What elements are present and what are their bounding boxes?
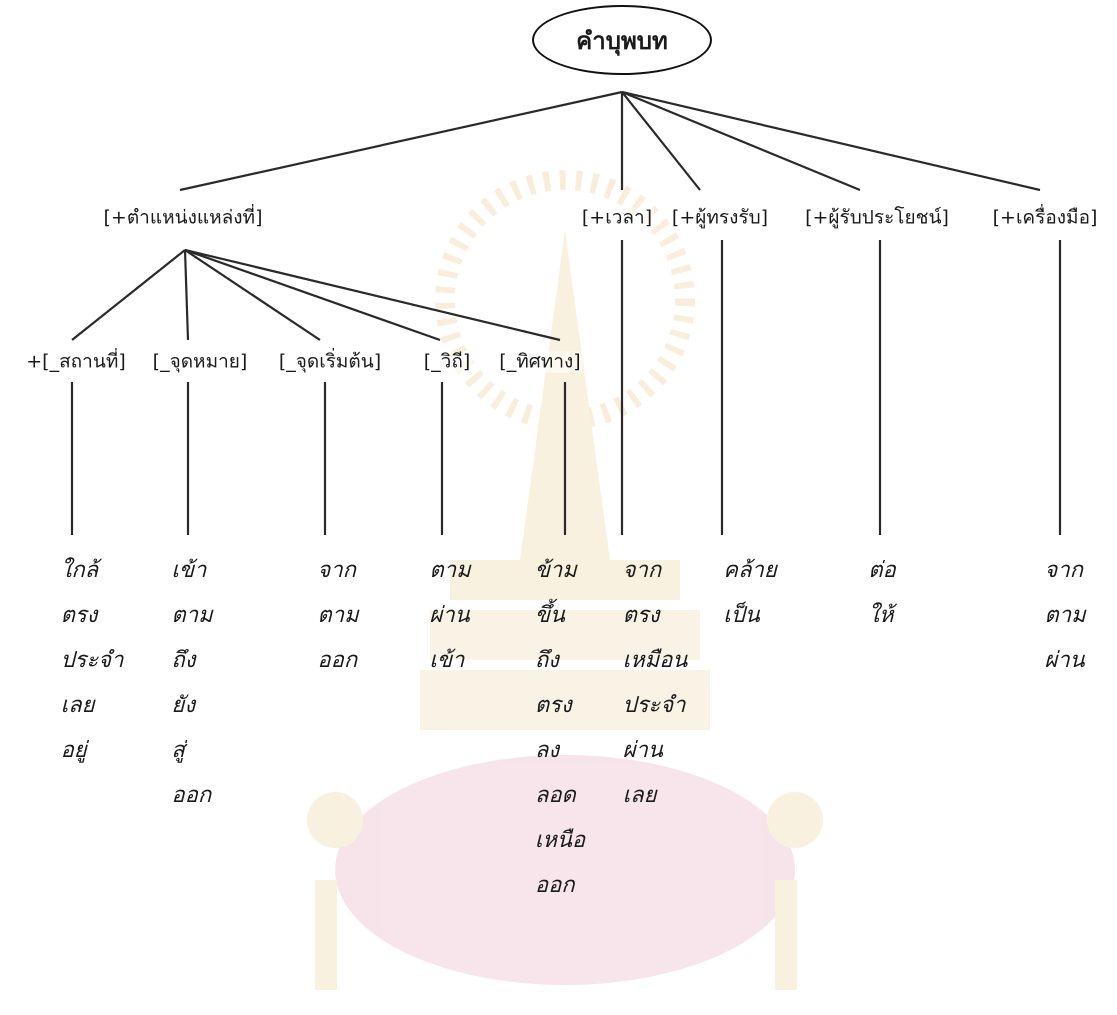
preposition-word: คล้าย: [723, 558, 777, 583]
preposition-word: จาก: [1044, 558, 1083, 583]
subcategory-method: [_วิถี]: [421, 350, 473, 373]
edge-root-receiver: [621, 91, 701, 191]
edge-root-location: [179, 90, 623, 192]
subcategory-direction: [_ทิศทาง]: [497, 350, 583, 373]
preposition-word: ตรง: [60, 603, 98, 628]
preposition-word: สู่: [171, 738, 185, 763]
word-list-receiver: คล้าย เป็น: [723, 548, 776, 638]
category-beneficiary: [+ผู้รับประโยชน์]: [803, 206, 951, 229]
word-list-destination: เข้า ตาม ถึง ยัง สู่ ออก: [171, 548, 212, 818]
word-list-beneficiary: ต่อ ให้: [868, 548, 896, 638]
preposition-word: จาก: [317, 558, 356, 583]
word-list-time: จาก ตรง เหมือน ประจำ ผ่าน เลย: [623, 548, 688, 818]
word-list-instrument: จาก ตาม ผ่าน: [1044, 548, 1085, 683]
preposition-word: ถึง: [171, 648, 196, 673]
edge-root-instrument: [621, 90, 1041, 192]
preposition-word: ตรง: [534, 693, 572, 718]
word-list-method: ตาม ผ่าน เข้า: [429, 548, 470, 683]
preposition-word: ประจำ: [622, 693, 686, 718]
preposition-word: ตาม: [317, 603, 359, 628]
preposition-word: ผ่าน: [622, 738, 663, 763]
preposition-word: เป็น: [723, 603, 760, 628]
preposition-word: ลง: [534, 738, 560, 763]
category-location: [+ตำแหน่งแหล่งที่]: [101, 206, 265, 229]
subcategory-destination: [_จุดหมาย]: [150, 350, 250, 373]
edge-root-beneficiary: [621, 90, 861, 192]
preposition-word: ต่อ: [868, 558, 896, 583]
preposition-word: เข้า: [429, 648, 465, 673]
preposition-word: ออก: [171, 783, 212, 808]
preposition-word: เหนือ: [534, 828, 586, 853]
preposition-word: ผ่าน: [1044, 648, 1085, 673]
edge-location-start: [184, 249, 321, 341]
edge-location-place: [71, 249, 186, 341]
preposition-word: ตาม: [1044, 603, 1086, 628]
preposition-word: ขึ้น: [534, 603, 565, 628]
preposition-word: ใกล้: [60, 558, 99, 583]
preposition-word: ตาม: [171, 603, 213, 628]
word-list-start: จาก ตาม ออก: [317, 548, 358, 683]
edge-location-destination: [183, 249, 190, 341]
preposition-word: อยู่: [60, 738, 87, 763]
preposition-word: ประจำ: [60, 648, 124, 673]
preposition-word: เหมือน: [622, 648, 688, 673]
subcategory-start: [_จุดเริ่มต้น]: [276, 350, 384, 373]
preposition-word: ถึง: [534, 648, 559, 673]
edge-location-method: [184, 248, 441, 342]
preposition-word: ให้: [868, 603, 894, 628]
preposition-word: จาก: [622, 558, 662, 583]
category-instrument: [+เครื่องมือ]: [990, 206, 1100, 229]
preposition-word: ผ่าน: [429, 603, 470, 628]
preposition-word: ลอด: [534, 783, 576, 808]
preposition-word: เลย: [622, 783, 657, 808]
word-list-direction: ข้าม ขึ้น ถึง ตรง ลง ลอด เหนือ ออก: [535, 548, 585, 908]
preposition-word: เข้า: [171, 558, 207, 583]
preposition-word: ออก: [534, 873, 575, 898]
preposition-word: ตาม: [429, 558, 471, 583]
edge-location-direction: [184, 248, 561, 342]
preposition-word: เลย: [60, 693, 95, 718]
preposition-word: ข้าม: [534, 558, 577, 583]
subcategory-place: +[_สถานที่]: [24, 350, 128, 373]
category-receiver: [+ผู้ทรงรับ]: [669, 206, 771, 229]
preposition-word: ยัง: [171, 693, 196, 718]
word-list-place: ใกล้ ตรง ประจำ เลย อยู่: [61, 548, 124, 773]
preposition-word: ออก: [317, 648, 358, 673]
preposition-word: ตรง: [622, 603, 660, 628]
category-time: [+เวลา]: [579, 206, 655, 229]
root-node: คำบุพบท: [532, 5, 712, 75]
